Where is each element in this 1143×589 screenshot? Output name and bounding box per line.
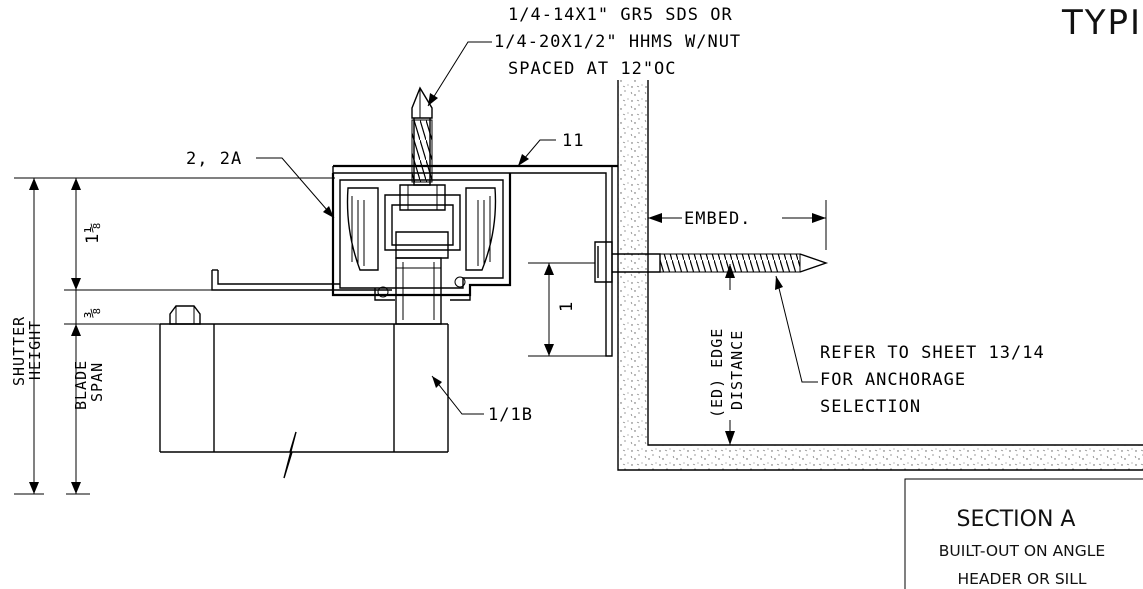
embed-dimension: EMBED. [648, 200, 827, 250]
spacer-bolt [395, 257, 442, 325]
dim-3-8-label: ⅜ [83, 307, 103, 318]
part-2-2a-label: 2, 2A [186, 149, 242, 169]
section-subtitle-1: BUILT-OUT ON ANGLE [939, 542, 1105, 560]
part-1-1b-label: 1/1B [488, 405, 533, 425]
embed-label: EMBED. [684, 209, 751, 229]
section-title: SECTION A [957, 507, 1076, 532]
anchor-screw [594, 241, 829, 283]
dimension-1-label: 1 [557, 301, 577, 312]
section-title-box: SECTION A BUILT-OUT ON ANGLE HEADER OR S… [904, 478, 1143, 589]
edge-distance-label-2: DISTANCE [728, 330, 746, 410]
screw-callout-line-2: 1/4-20X1/2" HHMS W/NUT [494, 32, 741, 52]
part-11-callout: 11 [517, 131, 584, 167]
anchorage-callout-line-3: SELECTION [820, 397, 921, 417]
shutter-blades [159, 305, 449, 479]
anchorage-callout: REFER TO SHEET 13/14 FOR ANCHORAGE SELEC… [775, 275, 1045, 417]
part-1-1b-callout: 1/1B [431, 375, 533, 425]
edge-distance-label-1: (ED) EDGE [708, 328, 726, 418]
shutter-height-label-2: HEIGHT [26, 320, 44, 380]
angle-part-11 [332, 164, 618, 357]
left-dimensions: SHUTTER HEIGHT 1⅛ ⅜ BLADE SPAN [10, 177, 335, 495]
screw-callout-line-1: 1/4-14X1" GR5 SDS OR [508, 5, 733, 25]
shutter-height-label-1: SHUTTER [10, 316, 28, 386]
anchorage-callout-line-1: REFER TO SHEET 13/14 [820, 343, 1045, 363]
section-subtitle-2: HEADER OR SILL [957, 570, 1086, 588]
blade-span-label-1: BLADE [72, 360, 90, 410]
edge-distance-dimension: (ED) EDGE DISTANCE [708, 264, 746, 445]
header-track [331, 173, 512, 301]
dimension-1: 1 [528, 262, 606, 357]
blade-span-label-2: SPAN [88, 362, 106, 402]
track-flange [211, 269, 392, 291]
screw-callout-line-3: SPACED AT 12"OC [508, 59, 677, 79]
concrete-wall [617, 80, 1143, 471]
sds-screw [411, 86, 433, 186]
anchorage-callout-line-2: FOR ANCHORAGE [820, 370, 966, 390]
part-11-label: 11 [562, 131, 584, 151]
part-2-2a-callout: 2, 2A [186, 149, 335, 219]
title-partial: TYPIC [1061, 3, 1143, 43]
dim-1-1-8-label: 1⅛ [83, 222, 103, 244]
screw-callout: 1/4-14X1" GR5 SDS OR 1/4-20X1/2" HHMS W/… [427, 5, 741, 107]
